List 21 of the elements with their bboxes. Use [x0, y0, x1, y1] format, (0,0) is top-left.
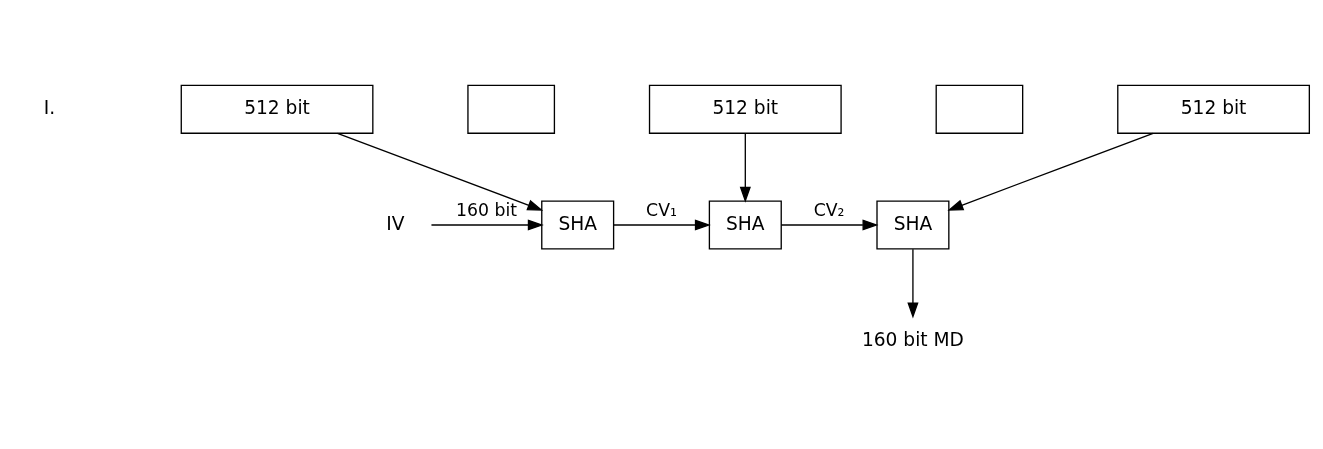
arrow: [780, 218, 879, 231]
node-box: SHA: [876, 199, 950, 250]
label: I.: [43, 96, 56, 118]
node-text: 160 bit MD: [861, 328, 964, 350]
arrow: [907, 248, 919, 319]
arrow: [336, 132, 544, 211]
node-text: IV: [386, 212, 405, 234]
node-box: SHA: [541, 199, 615, 250]
node-box: [935, 84, 1024, 134]
node-box: SHA: [708, 199, 782, 250]
arrow: [430, 218, 544, 231]
node-box: 512 bit: [180, 84, 374, 134]
edge-label: CV₁: [646, 199, 677, 220]
node-box: 512 bit: [1117, 84, 1310, 134]
node-box: [467, 84, 556, 134]
arrow: [947, 132, 1154, 211]
node-box: 512 bit: [648, 84, 842, 134]
arrow: [739, 132, 751, 203]
edge-label: 160 bit: [456, 199, 518, 220]
edge-label: CV₂: [813, 199, 845, 220]
arrow: [613, 218, 711, 231]
